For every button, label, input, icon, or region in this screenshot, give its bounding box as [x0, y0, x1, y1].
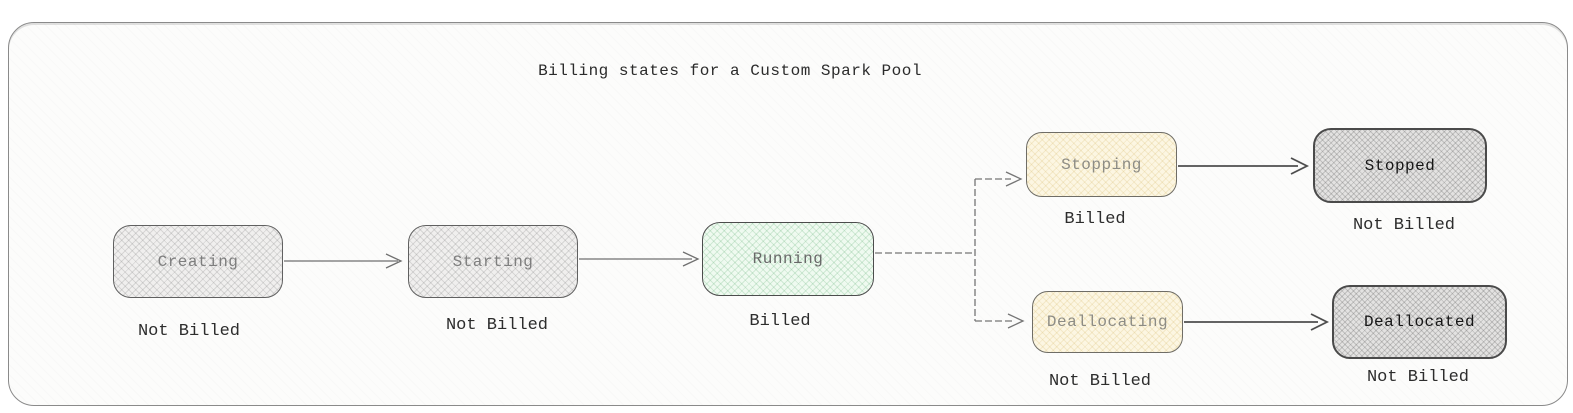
node-running-label: Running: [752, 250, 824, 268]
node-creating: Creating: [113, 225, 283, 298]
node-stopped: Stopped: [1313, 128, 1487, 203]
billing-label-deallocated: Not Billed: [1366, 368, 1470, 387]
node-running: Running: [702, 222, 874, 296]
billing-label-creating: Not Billed: [137, 322, 241, 341]
node-starting: Starting: [408, 225, 578, 298]
billing-label-starting: Not Billed: [445, 316, 549, 335]
diagram-frame: [8, 22, 1568, 406]
billing-label-running: Billed: [749, 312, 811, 331]
billing-label-stopping: Billed: [1064, 210, 1126, 229]
node-stopped-label: Stopped: [1364, 156, 1436, 175]
node-deallocating-label: Deallocating: [1046, 313, 1169, 331]
node-stopping-label: Stopping: [1061, 155, 1142, 174]
diagram-title: Billing states for a Custom Spark Pool: [538, 62, 922, 80]
node-deallocated: Deallocated: [1332, 285, 1507, 359]
billing-label-deallocating: Not Billed: [1048, 372, 1152, 391]
node-stopping: Stopping: [1026, 132, 1177, 197]
node-starting-label: Starting: [452, 252, 534, 271]
node-creating-label: Creating: [157, 252, 239, 271]
node-deallocating: Deallocating: [1032, 291, 1183, 353]
node-deallocated-label: Deallocated: [1363, 313, 1476, 331]
billing-label-stopped: Not Billed: [1352, 216, 1456, 235]
